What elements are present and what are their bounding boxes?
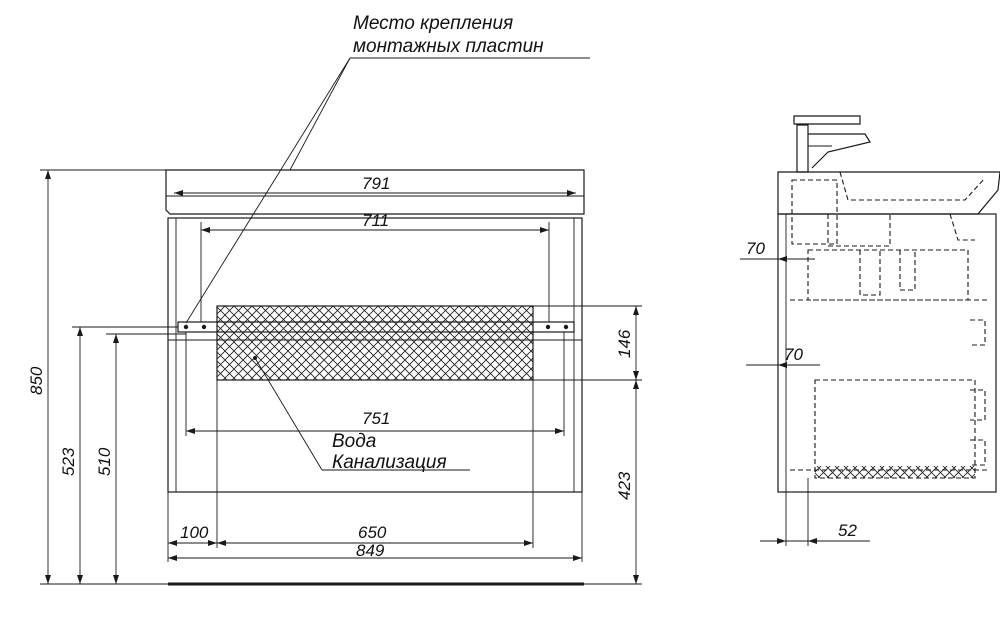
leader-mount-right <box>289 57 351 171</box>
dim-711: 711 <box>362 211 389 230</box>
countertop <box>165 169 585 215</box>
faucet-body <box>796 124 809 173</box>
front-view: 791 711 751 100 650 849 850 523 <box>27 57 642 586</box>
water-label: Вода <box>332 431 376 452</box>
dim-423: 423 <box>615 471 634 500</box>
mount-label-line1: Место крепления <box>353 13 513 34</box>
dim-510: 510 <box>95 447 114 476</box>
side-dim-70-mid: 70 <box>784 345 803 364</box>
faucet-spout <box>808 133 871 169</box>
leader-mount-left <box>185 57 351 324</box>
dim-100: 100 <box>180 523 209 542</box>
side-cabinet <box>777 213 997 493</box>
dim-850: 850 <box>27 366 46 395</box>
side-dim-52: 52 <box>838 521 857 540</box>
dim-650: 650 <box>358 523 387 542</box>
sewer-label: Канализация <box>332 452 447 473</box>
mount-label-line2: монтажных пластин <box>353 36 544 57</box>
side-view: 70 70 52 <box>740 115 1000 546</box>
connection-zone <box>216 305 534 381</box>
dim-849: 849 <box>356 541 385 560</box>
dim-751: 751 <box>362 409 390 428</box>
faucet-lever <box>793 115 861 125</box>
side-dim-70-top: 70 <box>746 239 765 258</box>
basin-outline <box>777 171 1000 215</box>
dim-523: 523 <box>59 447 78 476</box>
dim-146: 146 <box>615 329 634 358</box>
leader-water-sewer <box>254 357 323 471</box>
cabinet-body <box>167 217 583 493</box>
dim-791: 791 <box>362 174 390 193</box>
